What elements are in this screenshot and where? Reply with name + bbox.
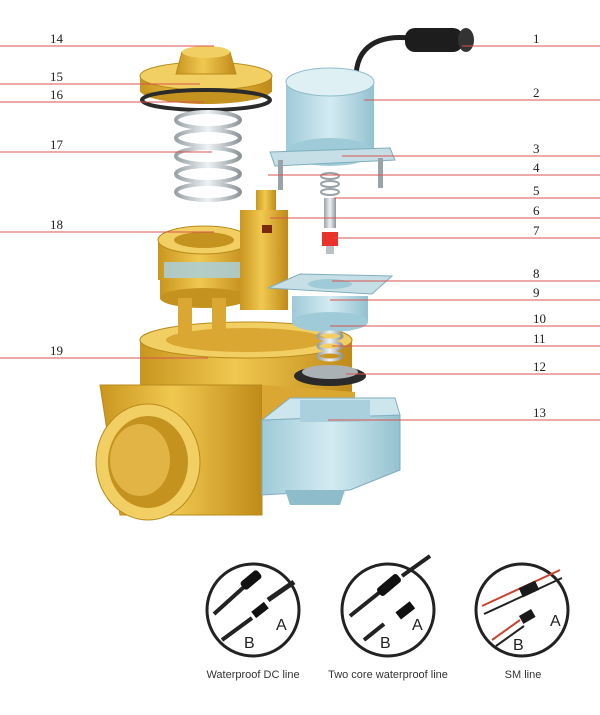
callout-10: 10 xyxy=(533,311,546,326)
callout-3: 3 xyxy=(533,141,540,156)
callout-4: 4 xyxy=(533,160,540,175)
callout-7: 7 xyxy=(533,223,540,238)
connector-dc-label-b: B xyxy=(244,635,255,652)
connector-sm: A B xyxy=(474,562,570,658)
valve-body xyxy=(95,321,355,521)
solenoid-coil xyxy=(269,28,474,190)
callout-14: 14 xyxy=(50,31,64,46)
callout-17: 17 xyxy=(50,137,64,152)
connector-two-core-label-a: A xyxy=(412,617,423,634)
callout-12: 12 xyxy=(533,359,546,374)
callout-18: 18 xyxy=(50,217,63,232)
callout-6: 6 xyxy=(533,203,540,218)
plate-and-chamber xyxy=(267,273,394,332)
top-cap xyxy=(139,46,273,112)
callout-5: 5 xyxy=(533,183,540,198)
callout-2: 2 xyxy=(533,85,540,100)
callout-8: 8 xyxy=(533,266,540,281)
connector-two-core: A B xyxy=(340,554,436,658)
callout-13: 13 xyxy=(533,405,546,420)
callout-9: 9 xyxy=(533,285,540,300)
callout-numbers: 14 15 16 17 18 19 1 2 3 4 5 6 7 8 9 10 1… xyxy=(50,31,546,420)
connector-dc-label-a: A xyxy=(276,617,287,634)
brass-seat xyxy=(157,225,251,334)
connector-dc: A B xyxy=(205,562,301,658)
connector-sm-label-a: A xyxy=(550,613,561,630)
connector-sm-label-b: B xyxy=(513,637,524,654)
large-spring xyxy=(174,110,242,202)
solenoid-housing xyxy=(260,397,401,505)
small-spring-seal xyxy=(294,330,366,386)
callout-11: 11 xyxy=(533,331,546,346)
leader-lines xyxy=(0,45,600,421)
connector-two-core-caption: Two core waterproof line xyxy=(328,669,448,681)
connector-two-core-label-b: B xyxy=(380,635,391,652)
connector-dc-caption: Waterproof DC line xyxy=(206,669,300,681)
callout-1: 1 xyxy=(533,31,540,46)
callout-15: 15 xyxy=(50,69,63,84)
callout-19: 19 xyxy=(50,343,63,358)
brass-post xyxy=(240,190,288,310)
callout-16: 16 xyxy=(50,87,64,102)
plunger xyxy=(320,172,340,254)
connector-sm-caption: SM line xyxy=(504,669,542,681)
